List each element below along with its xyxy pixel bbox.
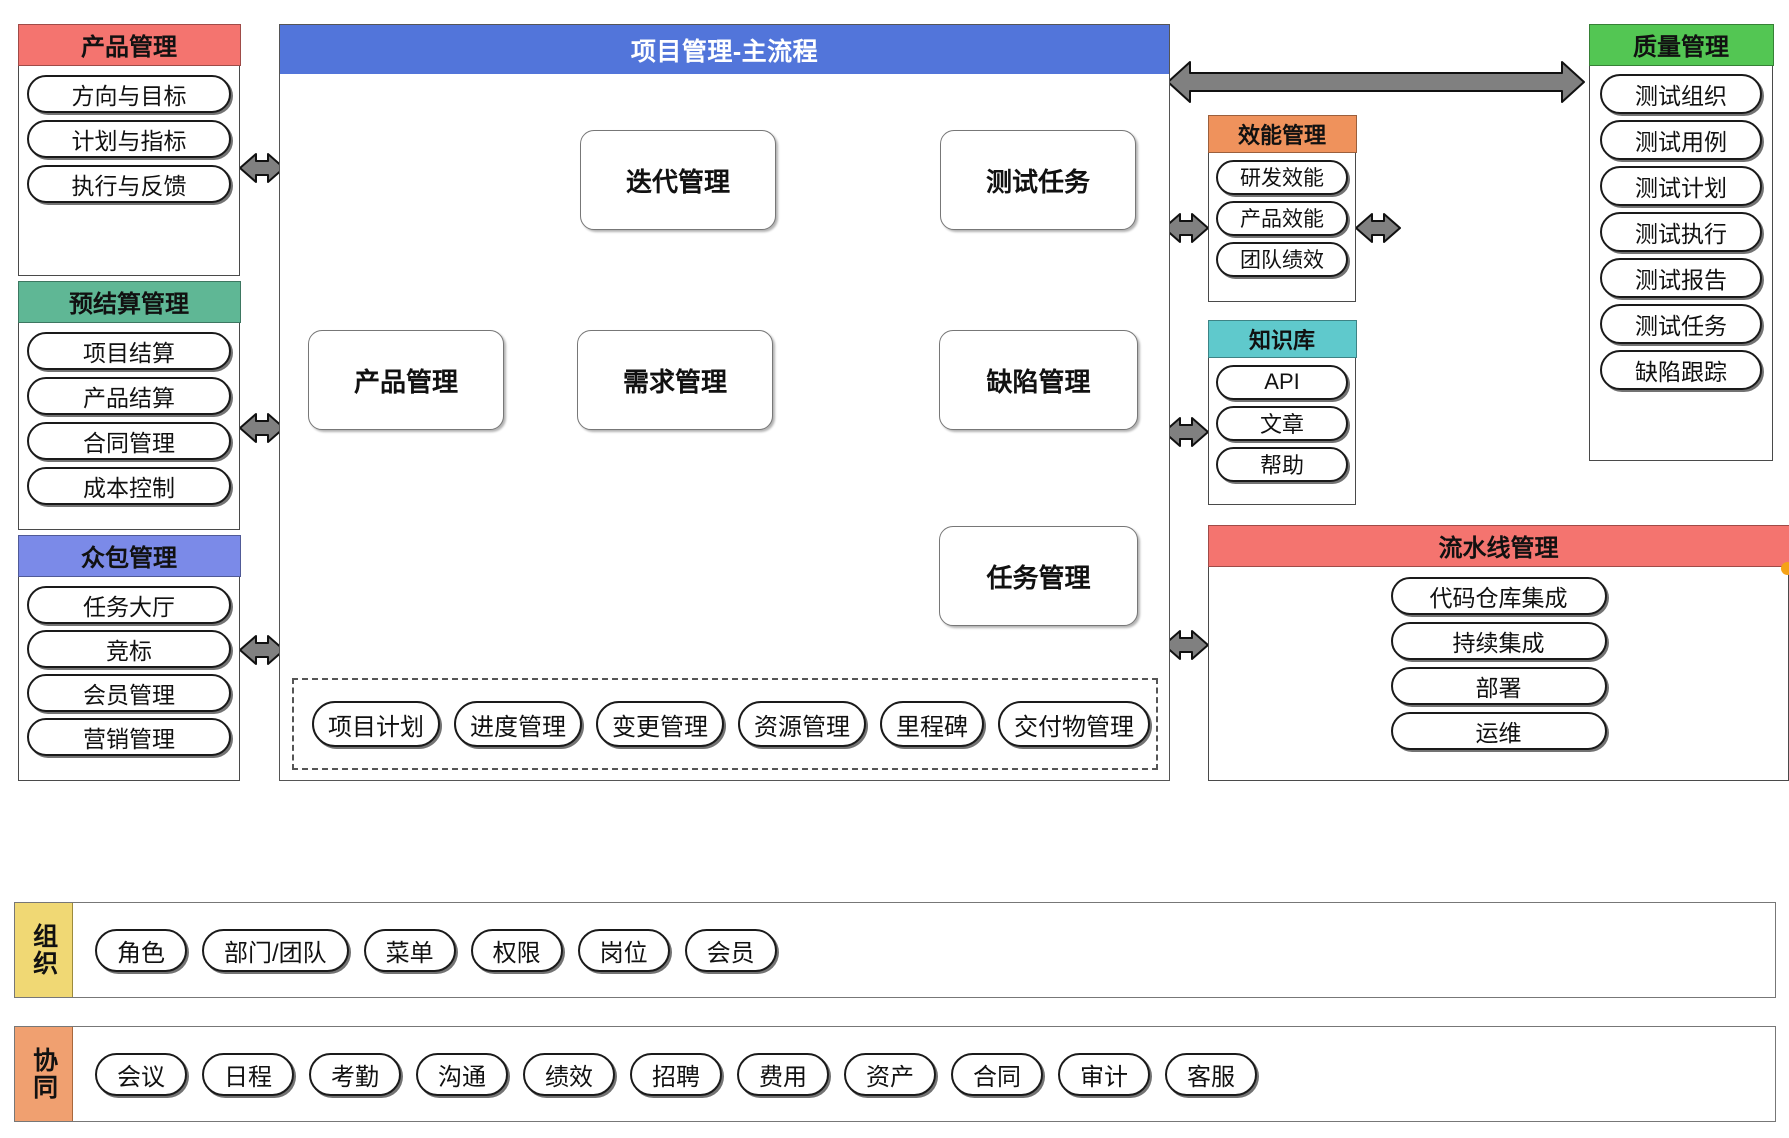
project-execution-group: 项目计划 进度管理 变更管理 资源管理 里程碑 交付物管理 <box>292 678 1158 770</box>
list-item[interactable]: 进度管理 <box>454 701 582 747</box>
list-item[interactable]: 岗位 <box>577 928 670 972</box>
list-item[interactable]: 方向与目标 <box>27 74 231 113</box>
panel-title: 产品管理 <box>17 23 241 66</box>
panel-knowledge-base: 知识库 API 文章 帮助 <box>1207 319 1357 505</box>
list-item[interactable]: 持续集成 <box>1390 621 1607 660</box>
list-item[interactable]: 费用 <box>737 1052 829 1096</box>
flow-box-requirement[interactable]: 需求管理 <box>577 330 773 430</box>
flow-box-test-task[interactable]: 测试任务 <box>940 130 1136 230</box>
list-item[interactable]: 合同 <box>951 1052 1043 1096</box>
panel-title: 预结算管理 <box>17 280 241 323</box>
panel-efficiency: 效能管理 研发效能 产品效能 团队绩效 <box>1207 114 1357 302</box>
panel-title: 知识库 <box>1207 319 1357 358</box>
list-item[interactable]: 帮助 <box>1216 446 1348 482</box>
panel-title: 流水线管理 <box>1207 524 1789 567</box>
panel-title: 效能管理 <box>1207 114 1357 153</box>
list-item[interactable]: 测试计划 <box>1600 165 1762 206</box>
list-item[interactable]: 成本控制 <box>27 466 231 505</box>
list-item[interactable]: 绩效 <box>523 1052 615 1096</box>
list-item[interactable]: 运维 <box>1390 711 1607 750</box>
list-item[interactable]: 团队绩效 <box>1216 241 1348 277</box>
panel-quality: 质量管理 测试组织 测试用例 测试计划 测试执行 测试报告 测试任务 缺陷跟踪 <box>1588 23 1774 461</box>
list-item[interactable]: 考勤 <box>309 1052 401 1096</box>
list-item[interactable]: 里程碑 <box>880 701 984 747</box>
list-item[interactable]: 代码仓库集成 <box>1390 576 1607 615</box>
list-item[interactable]: 测试任务 <box>1600 303 1762 344</box>
list-item[interactable]: 会员 <box>684 928 777 972</box>
list-item[interactable]: 任务大厅 <box>27 585 231 624</box>
status-marker-dot <box>1781 562 1789 575</box>
flow-box-iteration[interactable]: 迭代管理 <box>580 130 776 230</box>
list-item[interactable]: 测试组织 <box>1600 73 1762 114</box>
panel-product-management: 产品管理 方向与目标 计划与指标 执行与反馈 <box>17 23 241 276</box>
list-item[interactable]: 产品结算 <box>27 376 231 415</box>
panel-budget-settlement: 预结算管理 项目结算 产品结算 合同管理 成本控制 <box>17 280 241 530</box>
list-item[interactable]: 部署 <box>1390 666 1607 705</box>
list-item[interactable]: 测试执行 <box>1600 211 1762 252</box>
list-item[interactable]: 文章 <box>1216 405 1348 441</box>
panel-title: 质量管理 <box>1588 23 1774 66</box>
main-flow-panel: 项目管理-主流程 迭代管理 测试任务 产品管理 需求管理 缺陷管理 任务管理 项… <box>279 24 1170 781</box>
flow-box-product[interactable]: 产品管理 <box>308 330 504 430</box>
bar-organization: 组织 角色 部门/团队 菜单 权限 岗位 会员 <box>14 902 1776 998</box>
bar-tag: 协同 <box>15 1027 73 1121</box>
list-item[interactable]: 研发效能 <box>1216 159 1348 195</box>
list-item[interactable]: 测试用例 <box>1600 119 1762 160</box>
list-item[interactable]: 合同管理 <box>27 421 231 460</box>
flow-box-defect[interactable]: 缺陷管理 <box>939 330 1138 430</box>
bar-tag: 组织 <box>15 903 73 997</box>
list-item[interactable]: 部门/团队 <box>202 928 349 972</box>
list-item[interactable]: 会议 <box>95 1052 187 1096</box>
list-item[interactable]: 权限 <box>470 928 563 972</box>
list-item[interactable]: 变更管理 <box>596 701 724 747</box>
panel-pipeline: 流水线管理 代码仓库集成 持续集成 部署 运维 <box>1207 524 1789 781</box>
panel-crowdsourcing: 众包管理 任务大厅 竞标 会员管理 营销管理 <box>17 534 241 781</box>
list-item[interactable]: 计划与指标 <box>27 119 231 158</box>
list-item[interactable]: 缺陷跟踪 <box>1600 349 1762 390</box>
list-item[interactable]: 菜单 <box>363 928 456 972</box>
bar-collaboration: 协同 会议 日程 考勤 沟通 绩效 招聘 费用 资产 合同 审计 客服 <box>14 1026 1776 1122</box>
list-item[interactable]: 项目结算 <box>27 331 231 370</box>
list-item[interactable]: 审计 <box>1058 1052 1150 1096</box>
list-item[interactable]: 资产 <box>844 1052 936 1096</box>
list-item[interactable]: 会员管理 <box>27 673 231 712</box>
list-item[interactable]: 客服 <box>1165 1052 1257 1096</box>
list-item[interactable]: 竞标 <box>27 629 231 668</box>
list-item[interactable]: 资源管理 <box>738 701 866 747</box>
list-item[interactable]: 执行与反馈 <box>27 164 231 203</box>
list-item[interactable]: 交付物管理 <box>998 701 1150 747</box>
main-panel-title: 项目管理-主流程 <box>280 25 1169 74</box>
list-item[interactable]: 项目计划 <box>312 701 440 747</box>
panel-title: 众包管理 <box>17 534 241 577</box>
list-item[interactable]: 沟通 <box>416 1052 508 1096</box>
list-item[interactable]: 招聘 <box>630 1052 722 1096</box>
list-item[interactable]: 角色 <box>95 928 187 972</box>
list-item[interactable]: 测试报告 <box>1600 257 1762 298</box>
list-item[interactable]: 营销管理 <box>27 717 231 756</box>
list-item[interactable]: 产品效能 <box>1216 200 1348 236</box>
flow-box-task[interactable]: 任务管理 <box>939 526 1138 626</box>
list-item[interactable]: 日程 <box>202 1052 294 1096</box>
list-item[interactable]: API <box>1216 364 1348 400</box>
